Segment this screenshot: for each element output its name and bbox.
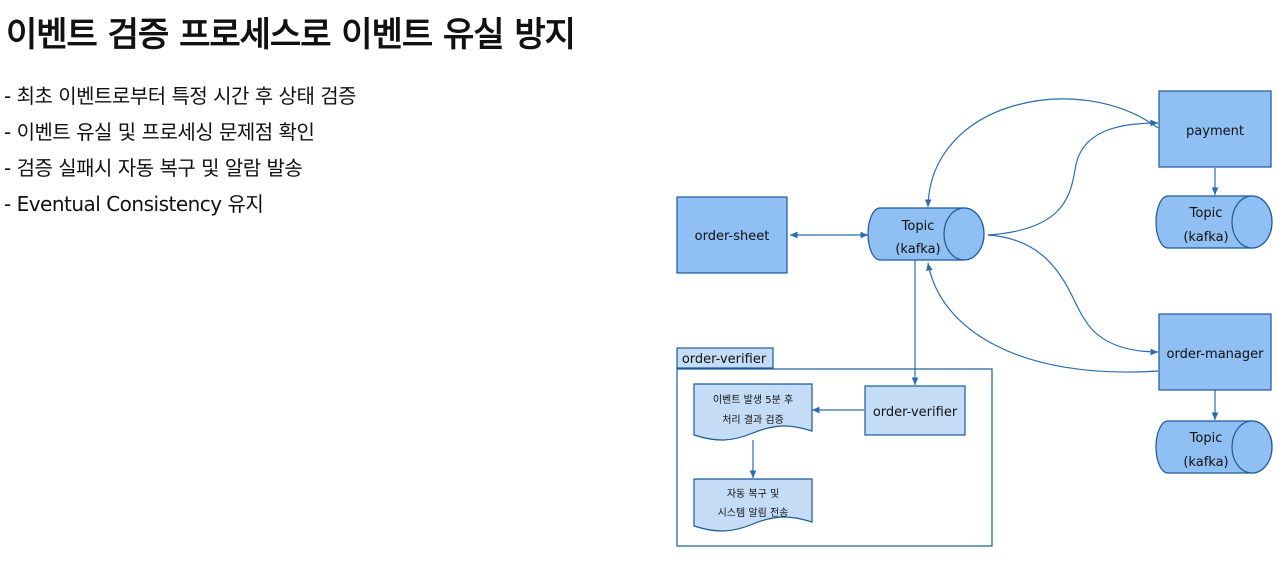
bullet-item: - Eventual Consistency 유지 xyxy=(4,192,264,216)
edge-payment-topic xyxy=(924,98,1159,208)
order-sheet-label: order-sheet xyxy=(695,229,770,244)
doc-recover-line1: 자동 복구 및 xyxy=(727,488,779,500)
payment-label: payment xyxy=(1186,124,1244,139)
bullet-item: - 이벤트 유실 및 프로세싱 문제점 확인 xyxy=(4,120,315,144)
page-title: 이벤트 검증 프로세스로 이벤트 유실 방지 xyxy=(6,15,576,55)
doc-verification-node: 이벤트 발생 5분 후 처리 결과 검증 xyxy=(693,383,813,441)
edge-topic-order-manager xyxy=(987,234,1159,356)
edge-topic-payment xyxy=(987,119,1159,236)
topic-payment-line2: (kafka) xyxy=(1183,230,1228,245)
doc-check-line2: 처리 결과 검증 xyxy=(722,414,784,426)
doc-check-line1: 이벤트 발생 5분 후 xyxy=(713,394,793,406)
topic-main-line1: Topic xyxy=(901,219,935,234)
payment-node: payment xyxy=(1158,90,1272,168)
doc-recover-line2: 시스템 알림 전송 xyxy=(718,507,789,519)
topic-manager-line2: (kafka) xyxy=(1183,455,1228,470)
topic-payment-line1: Topic xyxy=(1189,206,1223,221)
order-manager-label: order-manager xyxy=(1167,347,1265,362)
topic-main-line2: (kafka) xyxy=(895,242,940,257)
bullet-item: - 최초 이벤트로부터 특정 시간 후 상태 검증 xyxy=(4,84,357,108)
bullet-item: - 검증 실패시 자동 복구 및 알람 발송 xyxy=(4,156,303,180)
topic-kafka-payment-node: Topic (kafka) xyxy=(1155,195,1273,249)
bullet-list: - 최초 이벤트로부터 특정 시간 후 상태 검증 - 이벤트 유실 및 프로세… xyxy=(4,78,357,222)
order-verifier-node: order-verifier xyxy=(864,385,966,436)
verifier-group-tab xyxy=(676,347,774,369)
verifier-group-label: order-verifier xyxy=(682,352,767,367)
order-verifier-label: order-verifier xyxy=(873,405,958,420)
edge-order-manager-topic xyxy=(926,262,1159,373)
edges xyxy=(749,98,1219,478)
topic-kafka-main-node: Topic (kafka) xyxy=(867,207,985,261)
doc-recovery-node: 자동 복구 및 시스템 알림 전송 xyxy=(693,478,813,532)
topic-kafka-manager-node: Topic (kafka) xyxy=(1155,420,1273,474)
topic-manager-line1: Topic xyxy=(1189,431,1223,446)
order-sheet-node: order-sheet xyxy=(676,196,788,274)
order-manager-node: order-manager xyxy=(1158,313,1272,391)
